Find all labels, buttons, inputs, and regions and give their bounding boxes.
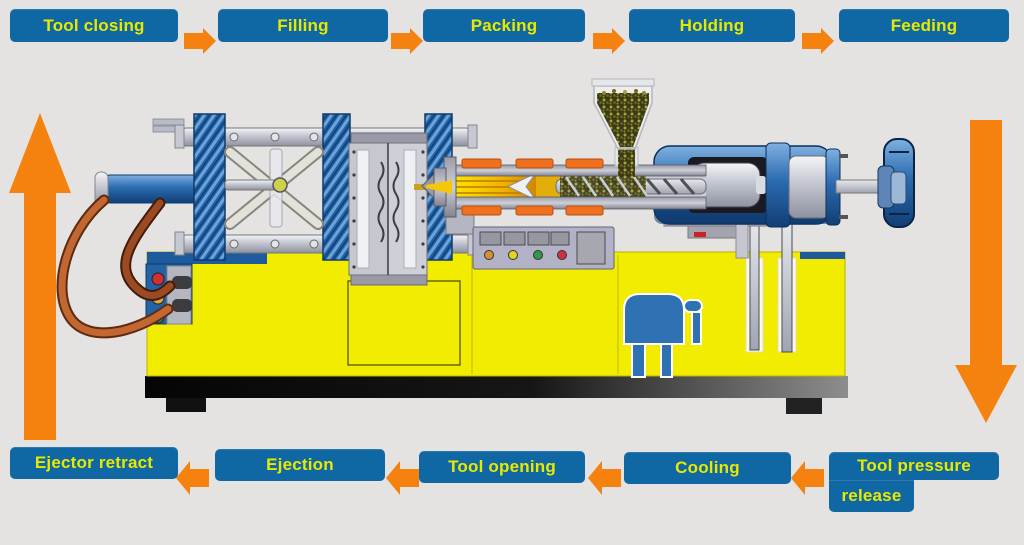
step-label: Tool opening <box>448 457 556 476</box>
flow-arrow-left-icon-3 <box>588 461 621 495</box>
panel-light-red <box>557 250 567 260</box>
machine-plinth <box>145 376 848 414</box>
flow-arrow-right-icon-1 <box>184 28 216 54</box>
step-box-ejector-retract: Ejector retract <box>10 447 178 479</box>
mold <box>348 132 428 286</box>
pedestal <box>623 293 703 378</box>
step-box-tool-pressure-release-line1: Tool pressure <box>829 452 999 480</box>
pellets-in-barrel <box>560 176 646 197</box>
panel-light-yellow <box>508 250 518 260</box>
nozzle <box>421 156 457 218</box>
machine-base <box>146 251 846 377</box>
step-box-tool-pressure-release-line2: release <box>829 480 914 512</box>
indicator-light-red <box>151 272 165 286</box>
flow-arrow-right-icon-3 <box>593 28 625 54</box>
clamp-cylinder <box>104 174 199 204</box>
toggle-mechanism <box>224 146 324 230</box>
flow-arrow-left-icon-1 <box>176 461 209 495</box>
step-box-tool-closing: Tool closing <box>10 9 178 42</box>
step-label: release <box>841 486 902 505</box>
step-box-tool-opening: Tool opening <box>419 451 585 483</box>
step-box-holding: Holding <box>629 9 795 42</box>
step-box-cooling: Cooling <box>624 452 791 484</box>
flow-arrow-left-icon-4 <box>791 461 824 495</box>
step-label: Feeding <box>890 15 958 35</box>
flow-arrow-down-icon <box>955 120 1017 423</box>
step-label: Packing <box>470 15 538 35</box>
clamping-unit <box>94 113 478 286</box>
flow-arrow-up-icon <box>9 113 71 440</box>
step-label: Ejector retract <box>34 453 154 472</box>
step-box-ejection: Ejection <box>215 449 385 481</box>
step-box-feeding: Feeding <box>839 9 1009 42</box>
panel-light-green <box>533 250 543 260</box>
step-label: Cooling <box>675 458 740 477</box>
moving-platen <box>322 113 351 261</box>
step-label: Tool pressure <box>857 456 971 475</box>
heater-bands <box>461 158 604 216</box>
flow-arrow-right-icon-2 <box>391 28 423 54</box>
handwheel <box>877 138 915 228</box>
panel-buttons[interactable] <box>479 231 570 246</box>
rear-platen <box>193 113 226 261</box>
step-box-packing: Packing <box>423 9 585 42</box>
hopper <box>591 78 655 177</box>
flow-arrow-right-icon-4 <box>802 28 834 54</box>
flow-arrow-left-icon-2 <box>386 461 419 495</box>
step-box-filling: Filling <box>218 9 388 42</box>
step-label: Ejection <box>266 455 334 474</box>
hydraulic-hoses <box>56 194 176 339</box>
panel-screen[interactable] <box>576 231 606 265</box>
control-panel <box>472 226 615 270</box>
step-label: Filling <box>277 15 329 35</box>
plastic-pellets <box>597 93 649 147</box>
barrel-and-screw <box>421 156 707 218</box>
step-label: Tool closing <box>43 15 145 35</box>
panel-light-orange <box>484 250 494 260</box>
step-label: Holding <box>679 15 745 35</box>
